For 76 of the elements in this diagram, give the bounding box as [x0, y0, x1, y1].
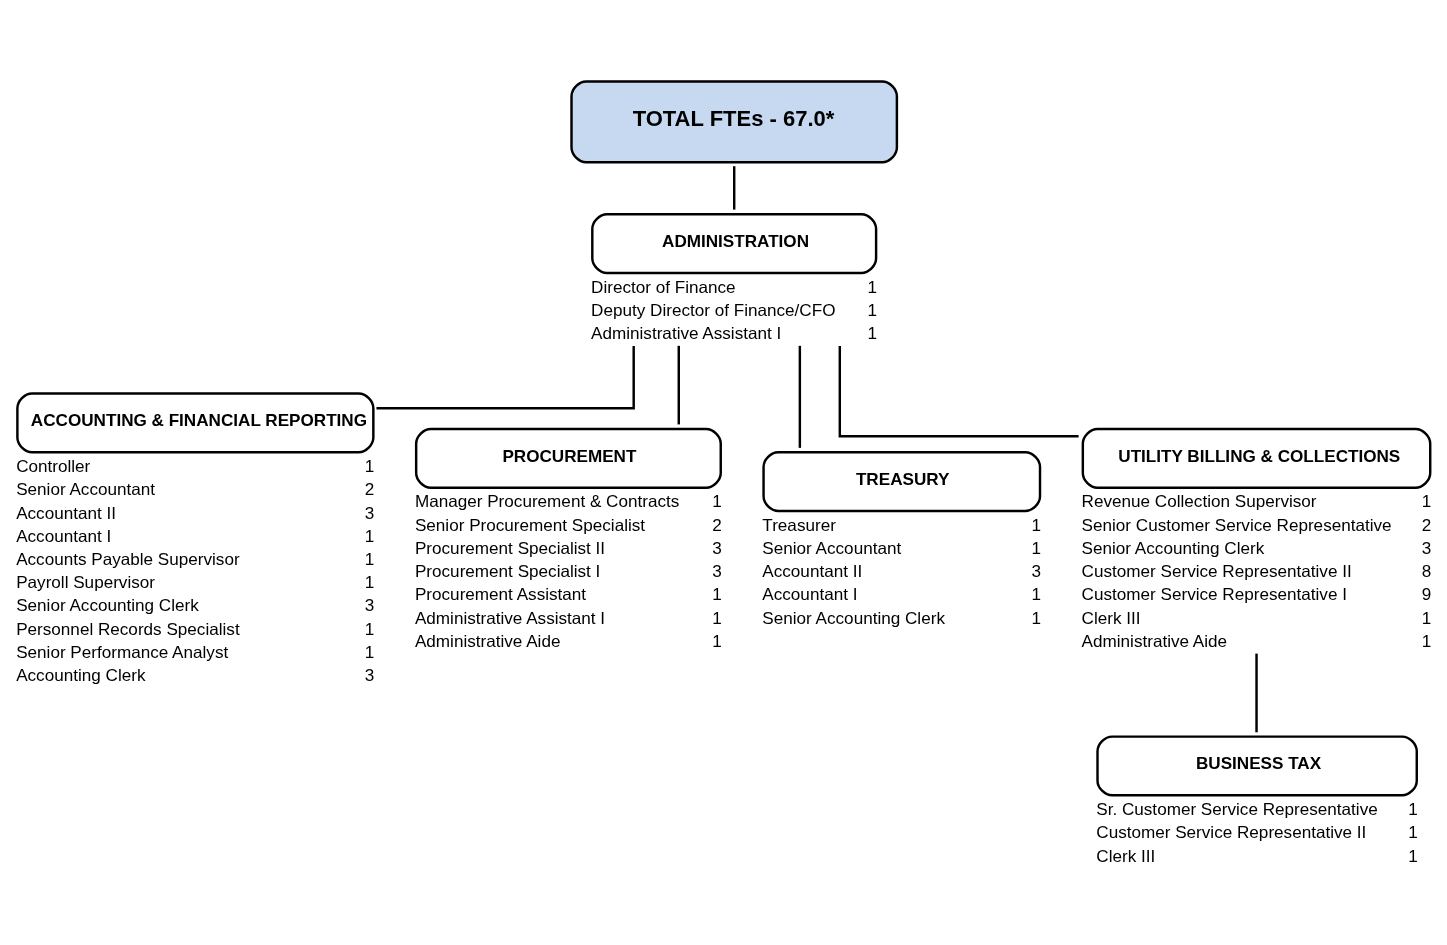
connector — [732, 165, 736, 210]
node-label: 1 — [1408, 822, 1418, 842]
node-label: 1 — [867, 323, 878, 343]
node-label: 1 — [364, 549, 375, 569]
node-label: Senior Accounting Clerk — [16, 595, 199, 615]
node-label: 3 — [364, 503, 375, 522]
node-label: Procurement Assistant — [414, 584, 587, 604]
node-label: 1 — [364, 572, 375, 592]
node-label: 1 — [1031, 515, 1041, 535]
node-label: 3 — [1031, 561, 1041, 581]
node-label: Manager Procurement & Contracts — [414, 492, 680, 511]
node-label: Administrative Aide — [1081, 631, 1228, 651]
node-label: 1 — [364, 456, 375, 476]
node-label: 2 — [712, 515, 722, 535]
node-label: 1 — [364, 642, 375, 662]
node-label: 8 — [1421, 561, 1432, 581]
node-label: Clerk III — [1081, 608, 1141, 628]
node-label: Sr. Customer Service Representative — [1096, 799, 1378, 819]
node-label: Director of Finance — [591, 277, 736, 297]
node-label: Payroll Supervisor — [16, 572, 155, 592]
node-label: Accountant II — [16, 503, 117, 522]
node-label: Senior Performance Analyst — [16, 642, 229, 662]
node-label: 1 — [1031, 584, 1041, 604]
node-label: 9 — [1421, 584, 1432, 604]
node-label: Administrative Aide — [414, 631, 561, 651]
node-label: Administrative Assistant I — [414, 608, 606, 628]
node-label: Senior Accounting Clerk — [762, 608, 945, 628]
node-label: Accountant I — [16, 526, 112, 546]
node-label: Accountant II — [762, 561, 863, 581]
node-label: Senior Accountant — [16, 479, 156, 499]
node-label: Customer Service Representative I — [1081, 584, 1347, 604]
node-label: Procurement Specialist II — [414, 538, 606, 558]
node-label: 1 — [712, 492, 722, 511]
connector — [376, 345, 635, 409]
node-label: Senior Customer Service Representative — [1081, 515, 1392, 535]
node-label: Senior Procurement Specialist — [414, 515, 646, 535]
node-label: Customer Service Representative II — [1096, 822, 1367, 842]
node-label: 2 — [364, 479, 375, 499]
node-label: Accounting Clerk — [16, 665, 146, 685]
connector — [798, 345, 802, 448]
node-label: Deputy Director of Finance/CFO — [591, 300, 836, 320]
node-label: 1 — [1421, 608, 1432, 628]
node-label: Administrative Assistant I — [591, 323, 782, 343]
node-label: Senior Accounting Clerk — [1081, 538, 1265, 558]
node-label: 1 — [712, 631, 722, 651]
node-label: 1 — [712, 584, 722, 604]
node-label: 2 — [1421, 515, 1432, 535]
node-label: 1 — [867, 277, 878, 297]
connector — [838, 345, 1079, 438]
node-label: 1 — [1031, 538, 1041, 558]
node-label: 3 — [364, 595, 375, 615]
node-label: Revenue Collection Supervisor — [1081, 492, 1317, 511]
node-label: Accountant I — [762, 584, 858, 604]
node-label: 1 — [712, 608, 722, 628]
node-label: 1 — [364, 526, 375, 546]
node-label: 1 — [1031, 608, 1041, 628]
connector — [677, 345, 680, 424]
node-label: 1 — [1408, 799, 1418, 819]
node-label: Clerk III — [1096, 846, 1156, 866]
node-label: 3 — [712, 538, 722, 558]
node-label: 1 — [1408, 846, 1418, 866]
node-label: 3 — [712, 561, 722, 581]
node-label: Accounts Payable Supervisor — [16, 549, 240, 569]
node-label: 1 — [1421, 631, 1432, 651]
node-label: Senior Accountant — [762, 538, 902, 558]
node-label: 1 — [1421, 492, 1432, 511]
node-label: Controller — [16, 456, 91, 476]
node-label: Procurement Specialist I — [414, 561, 601, 581]
node-label: Treasurer — [762, 515, 836, 535]
connector — [1255, 653, 1258, 732]
node-label: Customer Service Representative II — [1081, 561, 1352, 581]
node-label: Personnel Records Specialist — [16, 619, 240, 639]
node-label: 3 — [1421, 538, 1432, 558]
node-label: 1 — [867, 300, 878, 320]
node-label: 1 — [364, 619, 375, 639]
node-label: 3 — [364, 665, 375, 685]
